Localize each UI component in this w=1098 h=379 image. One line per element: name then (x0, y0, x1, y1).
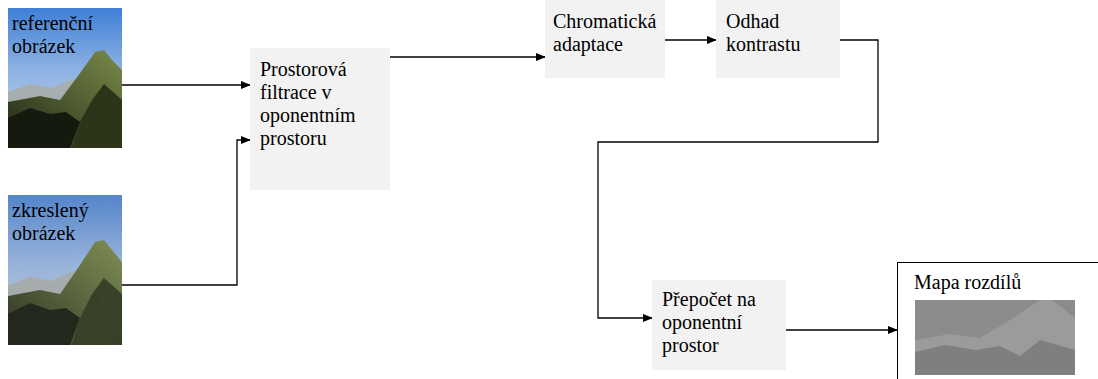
flow-arrow (598, 40, 878, 318)
node-label: Odhad kontrastu (726, 10, 830, 56)
node-label: referenční obrázek (12, 12, 118, 58)
reference-photo (8, 8, 122, 148)
photo-node: referenční obrázek (8, 8, 122, 148)
difference-map (915, 300, 1075, 375)
flow-arrow (786, 329, 897, 330)
flow-arrow (665, 39, 716, 40)
flow-arrow (390, 56, 545, 57)
flow-arrow (122, 84, 250, 85)
process-box: Chromatická adaptace (545, 0, 665, 78)
node-label: Chromatická adaptace (553, 10, 657, 56)
output-panel: Mapa rozdílů (897, 262, 1098, 379)
node-label: Prostorová filtrace v oponentním prostor… (260, 58, 380, 150)
process-box: Přepočet na oponentní prostor (652, 280, 786, 370)
photo-node: zkreslený obrázek (8, 195, 122, 345)
distorted-photo (8, 195, 122, 345)
process-box: Prostorová filtrace v oponentním prostor… (250, 48, 390, 190)
node-label: zkreslený obrázek (12, 199, 118, 245)
node-label: Přepočet na oponentní prostor (662, 288, 776, 357)
node-label: Mapa rozdílů (914, 271, 1082, 294)
flow-arrow (122, 140, 250, 285)
process-box: Odhad kontrastu (716, 0, 840, 78)
